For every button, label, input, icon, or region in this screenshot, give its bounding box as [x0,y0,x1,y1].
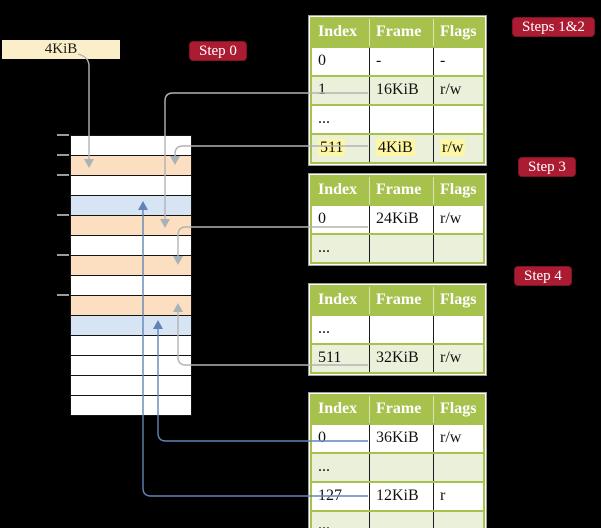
table-cell: 0 [311,204,370,234]
table-cell: 511 [311,343,370,373]
table-cell: r/w [433,343,484,373]
table-cell: 12KiB [369,481,434,511]
table-cell [433,104,484,134]
memory-tick [57,154,69,156]
table-row: ... [311,452,484,482]
column-header: Frame [369,176,434,205]
memory-frame-row-12 [71,376,191,396]
table-row: ... [311,314,484,344]
memory-frame-row-3 [71,196,191,216]
memory-tick [57,214,69,216]
table-cell [433,233,484,263]
column-header: Index [311,286,370,315]
memory-frame-row-8 [71,296,191,316]
table-cell: 16KiB [369,75,434,105]
table-row: ... [311,510,484,528]
memory-frame-row-6 [71,256,191,276]
table-cell: 0 [311,423,370,453]
table-cell: ... [311,314,370,344]
memory-frame-row-10 [71,336,191,356]
frame-size-label: 4KiB [2,40,120,59]
table-cell: 127 [311,481,370,511]
table-cell: 0 [311,46,370,76]
column-header: Index [311,176,370,205]
table-cell [369,314,434,344]
column-header: Flags [433,395,484,424]
table-cell [369,233,434,263]
table-cell [433,452,484,482]
memory-frame-row-7 [71,276,191,296]
column-header: Index [311,395,370,424]
memory-tick [57,134,69,136]
column-header: Flags [433,18,484,47]
table-cell: - [433,46,484,76]
table-cell [369,104,434,134]
memory-frame-row-5 [71,236,191,256]
memory-frame-row-4 [71,216,191,236]
column-header: Frame [369,18,434,47]
column-header: Index [311,18,370,47]
memory-tick [57,254,69,256]
table-cell: 1 [311,75,370,105]
table-cell: ... [311,452,370,482]
table-row: 0-- [311,46,484,76]
memory-frame-row-1 [71,156,191,176]
table-cell: 24KiB [369,204,434,234]
table-cell: ... [311,104,370,134]
table-cell: - [369,46,434,76]
memory-frame-row-13 [71,396,191,416]
badge-step-3: Step 3 [518,157,576,177]
table-cell: r [433,481,484,511]
column-header: Frame [369,395,434,424]
memory-frame-row-2 [71,176,191,196]
table-row: ... [311,104,484,134]
table-cell: r/w [433,204,484,234]
badge-step-0: Step 0 [189,41,247,61]
memory-frame-row-0 [71,136,191,156]
table-cell: r/w [433,423,484,453]
table-cell: ... [311,233,370,263]
memory-frame-row-9 [71,316,191,336]
table-cell: 32KiB [369,343,434,373]
table-row: ... [311,233,484,263]
column-header: Flags [433,176,484,205]
column-header: Flags [433,286,484,315]
table-cell: r/w [433,133,484,163]
physical-memory-column [70,135,192,416]
memory-tick [57,174,69,176]
table-cell [369,510,434,528]
badge-steps-1-2: Steps 1&2 [512,17,595,37]
table-cell: 36KiB [369,423,434,453]
table-cell: ... [311,510,370,528]
column-header: Frame [369,286,434,315]
memory-frame-row-11 [71,356,191,376]
table-cell [433,510,484,528]
table-cell [369,452,434,482]
table-cell [433,314,484,344]
memory-tick [57,294,69,296]
table-cell: 4KiB [369,133,434,163]
badge-step-4: Step 4 [514,266,572,286]
table-cell: r/w [433,75,484,105]
table-cell: 511 [311,133,370,163]
